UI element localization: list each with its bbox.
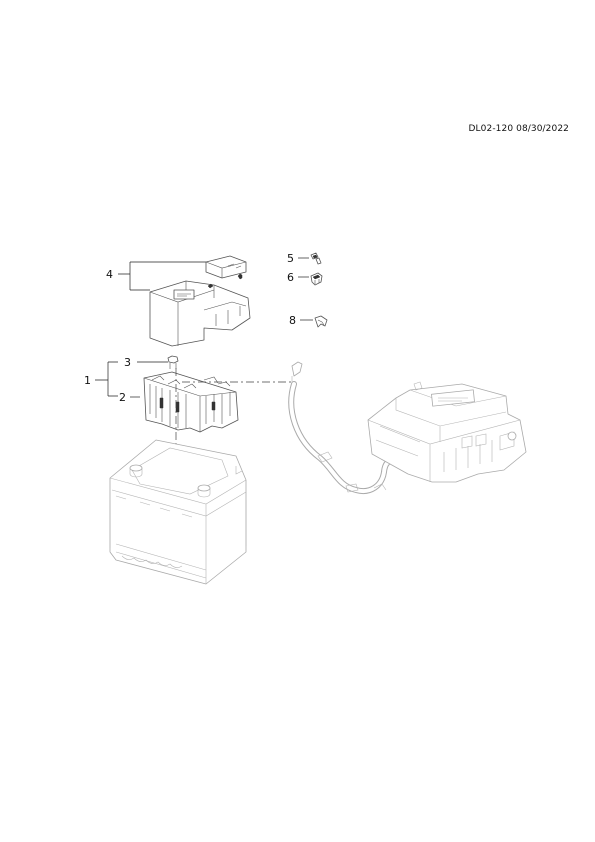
fuse-6 [310, 272, 323, 286]
fuse-box-base [143, 371, 239, 433]
callout-4: 4 [106, 261, 206, 291]
callout-3: 3 [124, 356, 168, 369]
callout-number-3: 3 [124, 356, 131, 369]
fuse-8 [314, 315, 328, 328]
callout-2: 2 [119, 391, 140, 404]
battery-cable [288, 361, 395, 494]
callout-5: 5 [287, 252, 309, 265]
callout-8: 8 [289, 314, 313, 327]
callout-number-4: 4 [106, 268, 113, 281]
electrical-center-housing [367, 381, 527, 483]
callout-number-2: 2 [119, 391, 126, 404]
terminal-nut [167, 355, 179, 369]
callout-6: 6 [287, 271, 309, 284]
battery [109, 439, 247, 585]
diagram-reference-code: DL02-120 08/30/2022 [468, 124, 569, 134]
callout-number-6: 6 [287, 271, 294, 284]
callout-number-8: 8 [289, 314, 296, 327]
callout-number-5: 5 [287, 252, 294, 265]
fuse-5 [310, 252, 322, 265]
fuse-box-cover [149, 255, 251, 347]
callout-1: 1 [84, 361, 118, 397]
callout-number-1: 1 [84, 374, 91, 387]
